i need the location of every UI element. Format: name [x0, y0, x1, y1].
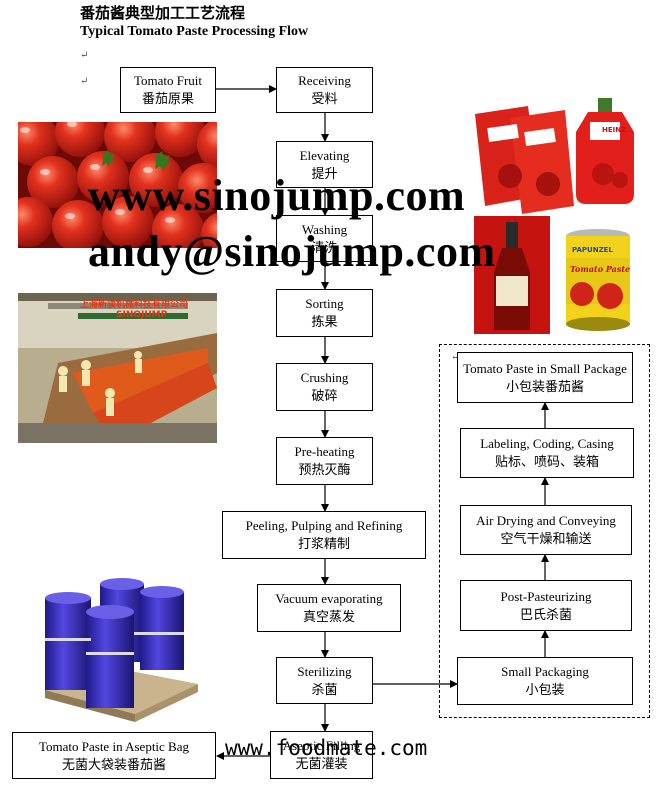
step-en: Sterilizing [297, 663, 352, 679]
step-cn: 受料 [311, 91, 338, 106]
step-en: Pre-heating [294, 444, 355, 459]
step-cn: 打浆精制 [297, 536, 350, 551]
step-en: Vacuum evaporating [275, 591, 383, 606]
paragraph-mark: ↵ [80, 76, 89, 87]
step-cn: 提升 [311, 165, 338, 181]
watermark-foodmate: www.foodmate.com [225, 736, 428, 760]
step-small-packaging: Small Packaging 小包装 [457, 657, 633, 705]
small-package-line-frame [439, 344, 650, 718]
step-cn: 清洗 [311, 239, 338, 255]
tomato-fruit-en: Tomato Fruit [133, 73, 203, 88]
step-en: Post-Pasteurizing [500, 588, 592, 604]
step-cn: 拣果 [311, 314, 338, 329]
step-en: Labeling, Coding, Casing [480, 436, 614, 451]
drums-photo [40, 572, 200, 722]
step-en: Air Drying and Conveying [476, 513, 616, 528]
aseptic-bag-en: Tomato Paste in Aseptic Bag [38, 738, 189, 754]
can-product-label: Tomato Paste [570, 264, 631, 274]
step-en: Elevating [299, 147, 350, 163]
step-cn: 小包装番茄酱 [505, 378, 584, 394]
title-english: Typical Tomato Paste Processing Flow [80, 24, 309, 39]
factory-photo: 上海新骏机械科技有限公司 SINOJUMP [18, 293, 217, 443]
step-en: Sorting [305, 296, 344, 311]
tomato-fruit-cn: 番茄原果 [141, 91, 194, 106]
step-cn: 破碎 [311, 388, 338, 403]
factory-brand: SINOJUMP [116, 310, 168, 320]
products-photo: HEINZ PAPUNZEL Tomato Paste [470, 96, 650, 338]
step-cn: 小包装 [525, 682, 565, 697]
step-sorting: Sorting 拣果 [276, 289, 373, 337]
watermark-website: www.sinojump.com [88, 171, 466, 220]
step-cn: 真空蒸发 [302, 609, 355, 624]
step-vacuum-evaporating: Vacuum evaporating 真空蒸发 [257, 584, 401, 632]
step-washing: Washing 清洗 [276, 215, 373, 262]
step-elevating: Elevating 提升 [276, 141, 373, 188]
step-en: Washing [301, 221, 348, 237]
step-en: Tomato Paste in Small Package [463, 360, 627, 376]
step-labeling-coding-casing: Labeling, Coding, Casing 贴标、喷码、装箱 [460, 428, 634, 478]
paragraph-mark: ↵ [80, 50, 89, 61]
step-en: Crushing [300, 370, 349, 385]
step-cn: 预热灭酶 [298, 462, 351, 477]
aseptic-bag-cn: 无菌大袋装番茄酱 [61, 756, 166, 772]
step-en: Aseptic Filling [282, 738, 361, 753]
heinz-label: HEINZ [602, 126, 627, 134]
step-cn: 空气干燥和输送 [500, 531, 592, 546]
step-cn: 贴标、喷码、装箱 [494, 454, 599, 469]
step-en: Small Packaging [501, 664, 589, 679]
step-air-drying-conveying: Air Drying and Conveying 空气干燥和输送 [460, 505, 632, 555]
title-chinese: 番茄酱典型加工工艺流程 [80, 6, 246, 22]
watermark-email: andy@sinojump.com [88, 227, 496, 276]
step-crushing: Crushing 破碎 [276, 363, 373, 411]
step-post-pasteurizing: Post-Pasteurizing 巴氏杀菌 [460, 580, 632, 631]
step-receiving: Receiving 受料 [276, 67, 373, 113]
step-aseptic-filling: Aseptic Filling 无菌灌装 [270, 731, 373, 779]
step-cn: 无菌灌装 [295, 756, 348, 771]
step-cn: 杀菌 [311, 681, 338, 697]
step-peeling-pulping-refining: Peeling, Pulping and Refining 打浆精制 [222, 511, 426, 559]
step-sterilizing: Sterilizing 杀菌 [276, 657, 373, 704]
tomatoes-photo [18, 122, 217, 248]
aseptic-bag-output-box: Tomato Paste in Aseptic Bag 无菌大袋装番茄酱 [12, 732, 216, 779]
factory-sign: 上海新骏机械科技有限公司 [80, 300, 189, 310]
step-en: Peeling, Pulping and Refining [245, 518, 403, 533]
can-brand-label: PAPUNZEL [572, 246, 613, 254]
step-en: Receiving [298, 73, 351, 88]
small-package-output-box: Tomato Paste in Small Package 小包装番茄酱 [457, 352, 633, 403]
paragraph-mark: ↵ [451, 352, 460, 363]
step-cn: 巴氏杀菌 [519, 606, 572, 622]
step-pre-heating: Pre-heating 预热灭酶 [276, 437, 373, 485]
tomato-fruit-box: Tomato Fruit 番茄原果 [120, 67, 216, 113]
